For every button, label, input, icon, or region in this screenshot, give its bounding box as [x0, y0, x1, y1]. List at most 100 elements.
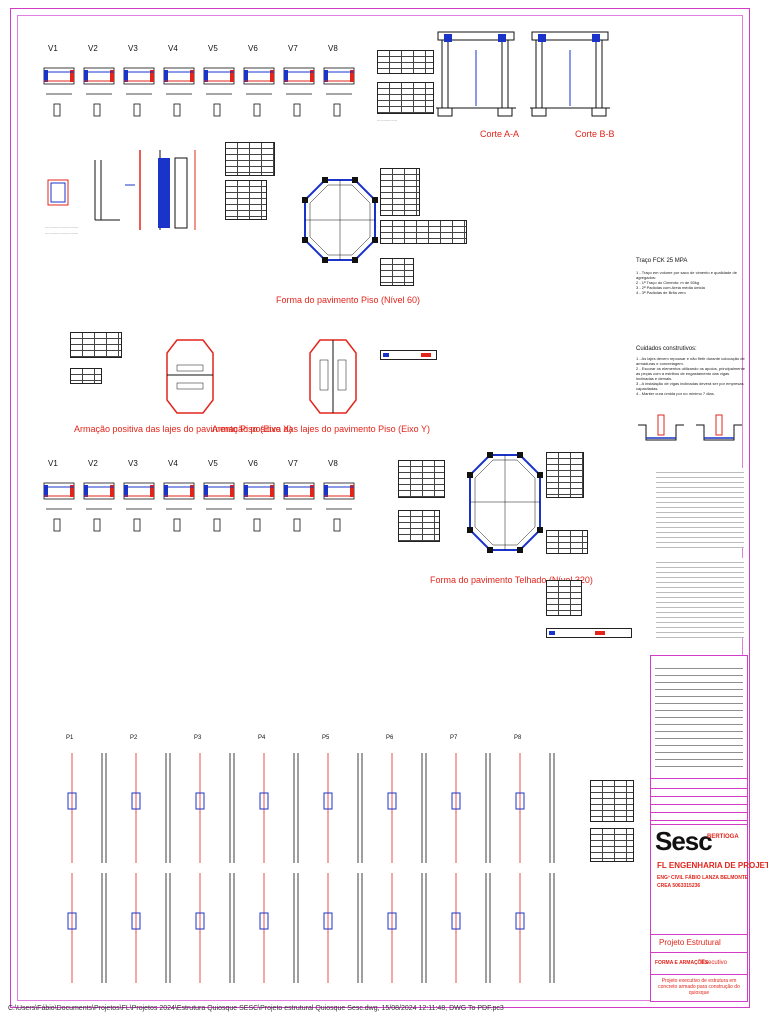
beam-detail: V7	[280, 455, 318, 540]
bar-table-telhado-4	[546, 530, 588, 554]
column-drawing	[451, 753, 491, 983]
traco-item: 1 - Traço em volume por saco de cimento …	[636, 270, 737, 280]
beam-label: V1	[48, 44, 58, 53]
beam-label: V5	[208, 44, 218, 53]
beam-label: V2	[88, 44, 98, 53]
beam-drawing	[163, 482, 195, 532]
client-logo: Sesc	[655, 826, 713, 856]
beam-drawing	[123, 482, 155, 532]
bar-table-telhado-3	[546, 452, 584, 498]
sheet-name: FORMA E ARMAÇÕES	[655, 960, 709, 966]
cuidados-item: 4 - Manter cura úmida por no mínimo 7 di…	[636, 391, 715, 396]
bar-table-top-2	[377, 82, 434, 114]
legend-telhado	[546, 628, 632, 638]
column-detail: P3	[188, 735, 248, 990]
beam-detail: V6	[240, 455, 278, 540]
bar-table-columns-2	[590, 828, 634, 862]
beam-drawing	[83, 482, 115, 532]
beam-detail: V4	[160, 40, 198, 125]
revision-table	[651, 781, 747, 821]
column-detail: P8	[508, 735, 568, 990]
beam-label: V5	[208, 459, 218, 468]
beam-drawing	[43, 482, 75, 532]
beam-label: V3	[128, 44, 138, 53]
beam-label: V7	[288, 44, 298, 53]
column-label: P3	[194, 735, 202, 741]
beam-drawing	[163, 67, 195, 117]
firm-name: FL ENGENHARIA DE PROJETOS	[657, 861, 768, 870]
column-drawing	[387, 753, 427, 983]
traco-item: 2 - 1ª Traço do Cimento: m de 50kg	[636, 280, 700, 285]
beam-label: V1	[48, 459, 58, 468]
project-phase: Executivo	[701, 960, 728, 966]
ramp-detail-caption-2: ..............................	[45, 230, 79, 235]
floor-plan-telhado	[467, 452, 543, 553]
title-block: Sesc BERTIOGA FL ENGENHARIA DE PROJETOS …	[650, 655, 768, 1002]
beam-label: V8	[328, 459, 338, 468]
cuidados-title: Cuidados construtivos:	[636, 346, 697, 352]
beam-detail: V8	[320, 40, 358, 125]
bar-table-slab-2	[70, 368, 102, 384]
beam-detail: V1	[40, 40, 78, 125]
beam-drawing	[243, 482, 275, 532]
section-b-drawing	[530, 31, 610, 117]
column-drawing	[323, 753, 363, 983]
beam-detail: V2	[80, 455, 118, 540]
traco-item: 4 - 3ª Padiolas de Brita zero	[636, 290, 686, 295]
stair-stirrup-drawing	[125, 150, 196, 230]
column-drawing	[67, 753, 107, 983]
floor-plan-telhado-title: Forma do pavimento Telhado (Nível 320)	[430, 575, 593, 585]
traco-list: 1 - Traço em volume por saco de cimento …	[636, 270, 746, 295]
beam-detail: V4	[160, 455, 198, 540]
bar-table-slab	[70, 332, 122, 358]
beam-label: V4	[168, 459, 178, 468]
bar-table-telhado-5	[546, 580, 582, 616]
cuidados-item: 1 - As lajes devem repousar e não fletir…	[636, 356, 745, 366]
beam-drawing	[203, 482, 235, 532]
client-unit: BERTIOGA	[707, 834, 739, 840]
section-b-title: Corte B-B	[575, 129, 615, 139]
column-detail: P5	[316, 735, 376, 990]
bar-table-piso-2	[380, 220, 467, 244]
beam-detail: V8	[320, 455, 358, 540]
bar-table-telhado	[398, 460, 445, 498]
legend-piso	[380, 350, 437, 360]
column-detail: P7	[444, 735, 504, 990]
bar-table-columns	[590, 780, 634, 822]
column-detail: P2	[124, 735, 184, 990]
bar-table-telhado-2	[398, 510, 440, 542]
beam-drawing	[283, 482, 315, 532]
column-label: P1	[66, 735, 74, 741]
beam-detail: V3	[120, 455, 158, 540]
column-detail: P1	[60, 735, 120, 990]
beam-drawing	[283, 67, 315, 117]
project-name: Projeto Estrutural	[659, 938, 721, 947]
column-label: P4	[258, 735, 266, 741]
beam-drawing	[203, 67, 235, 117]
column-label: P8	[514, 735, 522, 741]
floor-plan-piso-title: Forma do pavimento Piso (Nível 60)	[276, 295, 421, 305]
bar-table-left-2	[225, 180, 267, 220]
bar-table-piso	[380, 168, 420, 216]
cuidados-item: 2 - Escorar os elementos utilizando os a…	[636, 366, 745, 381]
beam-label: V6	[248, 44, 258, 53]
beam-label: V2	[88, 459, 98, 468]
column-detail: P6	[380, 735, 440, 990]
column-drawing	[131, 753, 171, 983]
slab-reinforcement-y	[309, 339, 357, 414]
beam-detail: V5	[200, 40, 238, 125]
column-label: P7	[450, 735, 458, 741]
bar-table-piso-3	[380, 258, 414, 286]
cuidados-list: 1 - As lajes devem repousar e não fletir…	[636, 356, 746, 396]
beam-drawing	[83, 67, 115, 117]
beam-detail: V7	[280, 40, 318, 125]
beam-label: V6	[248, 459, 258, 468]
traco-item: 3 - 2ª Padiolas com Areia média úmida	[636, 285, 705, 290]
beam-drawing	[323, 482, 355, 532]
beam-detail: V3	[120, 40, 158, 125]
beam-details-top: V1 V2 V3 V4 V5 V6 V7 V8	[40, 40, 370, 130]
general-notes-2	[656, 558, 744, 638]
beam-detail: V5	[200, 455, 238, 540]
beam-detail: V6	[240, 40, 278, 125]
engineer-name: ENGº CIVIL FÁBIO LANZA BELMONTE	[657, 875, 749, 881]
